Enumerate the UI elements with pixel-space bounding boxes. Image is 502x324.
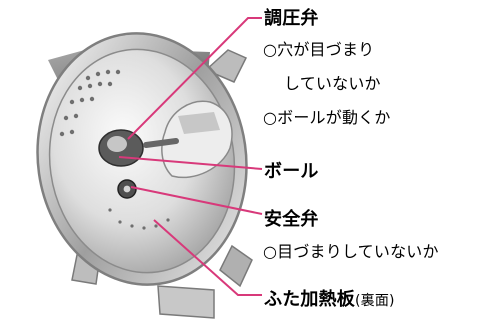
leader-line-ball: [118, 156, 263, 170]
device-drawing: [36, 32, 253, 319]
safety-valve-title: 安全弁: [264, 209, 319, 230]
valve-link: [143, 138, 179, 148]
pressure-valve-note-1: ○穴が目づまり: [263, 40, 375, 59]
heating-plate-title-group: ふた加熱板(裏面): [264, 288, 395, 313]
leader-line-pressure-valve: [127, 17, 262, 140]
lower-bracket-right: [219, 244, 253, 288]
heating-plate-suffix: (裏面): [355, 293, 395, 309]
pressure-valve-note-3: ○ボールが動くか: [263, 108, 391, 127]
safety-valve-note: ○目づまりしていないか: [263, 242, 439, 261]
pressure-valve-ball: [107, 136, 127, 152]
lower-bracket-center: [157, 285, 215, 319]
pressure-valve-title: 調圧弁: [264, 8, 319, 29]
steam-holes: [59, 69, 170, 230]
leader-lines: [118, 17, 263, 296]
heating-plate-title: ふた加熱板: [264, 289, 355, 310]
pressure-valve-note-2: していないか: [284, 74, 381, 93]
leader-line-safety-valve: [130, 186, 263, 215]
safety-valve-center: [123, 185, 131, 193]
leader-line-heating-plate: [153, 219, 262, 296]
ball-title: ボール: [264, 161, 319, 182]
valve-cover-shadow: [178, 112, 220, 134]
